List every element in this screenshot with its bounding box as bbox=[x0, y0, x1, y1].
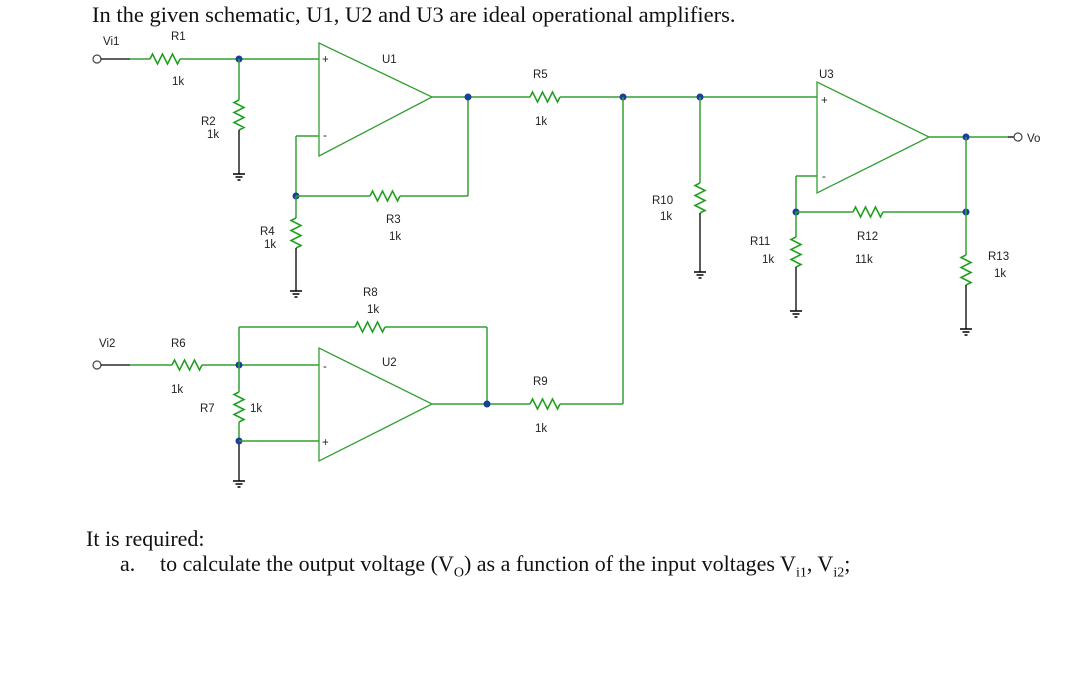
r6-resistor bbox=[130, 358, 319, 372]
item-text: ) as a function of the input voltages V bbox=[463, 551, 796, 576]
r10-name: R10 bbox=[652, 195, 673, 207]
r2-value: 1k bbox=[207, 129, 219, 141]
u1-label: U1 bbox=[382, 54, 397, 66]
r8-name: R8 bbox=[363, 287, 378, 299]
r3-name: R3 bbox=[386, 214, 401, 226]
r9-value: 1k bbox=[535, 423, 547, 435]
r5-value: 1k bbox=[535, 116, 547, 128]
subscript-o: O bbox=[453, 565, 464, 581]
r7-name: R7 bbox=[200, 403, 215, 415]
vi1-label: Vi1 bbox=[103, 36, 119, 48]
u1-minus-pin: - bbox=[323, 130, 327, 142]
u3-opamp bbox=[816, 80, 931, 195]
u3-minus-pin: - bbox=[822, 171, 826, 183]
item-text: ; bbox=[844, 551, 851, 576]
r8-resistor bbox=[239, 320, 488, 404]
requirement-intro: It is required: bbox=[86, 526, 205, 551]
u2-minus-pin: - bbox=[323, 361, 327, 373]
r13-resistor bbox=[959, 212, 973, 336]
vo-output-terminal bbox=[1008, 132, 1023, 142]
problem-statement: In the given schematic, U1, U2 and U3 ar… bbox=[92, 2, 736, 27]
r10-resistor bbox=[693, 97, 707, 279]
subscript-i2: i2 bbox=[833, 565, 845, 581]
r1-resistor bbox=[130, 52, 205, 66]
vo-label: Vo bbox=[1027, 133, 1040, 145]
u1-plus-pin: + bbox=[322, 54, 329, 66]
r8-value: 1k bbox=[367, 304, 379, 316]
r10-value: 1k bbox=[660, 211, 672, 223]
r11-value: 1k bbox=[762, 254, 774, 266]
r4-resistor bbox=[289, 196, 303, 298]
r2-resistor bbox=[232, 59, 246, 181]
junction-dot bbox=[464, 93, 472, 101]
r4-name: R4 bbox=[260, 226, 275, 238]
vi2-label: Vi2 bbox=[99, 338, 115, 350]
r11-resistor bbox=[789, 212, 803, 318]
r12-resistor bbox=[796, 205, 966, 219]
junction-dot bbox=[483, 400, 491, 408]
vi1-input-terminal bbox=[92, 54, 130, 64]
vi2-input-terminal bbox=[92, 360, 130, 370]
requirement-item-a: a. to calculate the output voltage (VO) a… bbox=[120, 551, 850, 581]
r3-resistor bbox=[296, 97, 469, 203]
u3-plus-pin: + bbox=[821, 95, 828, 107]
u2-opamp bbox=[318, 346, 434, 463]
r3-value: 1k bbox=[389, 231, 401, 243]
r9-name: R9 bbox=[533, 376, 548, 388]
item-text: , V bbox=[806, 551, 834, 576]
r6-name: R6 bbox=[171, 338, 186, 350]
item-text: to calculate the output voltage (V bbox=[160, 551, 454, 576]
r7-value: 1k bbox=[250, 403, 262, 415]
u2-label: U2 bbox=[382, 357, 397, 369]
u2-plus-pin: + bbox=[322, 437, 329, 449]
item-marker: a. bbox=[120, 551, 136, 576]
r4-value: 1k bbox=[264, 239, 276, 251]
r12-value: 11k bbox=[855, 254, 873, 266]
r1-value: 1k bbox=[172, 76, 184, 88]
r11-name: R11 bbox=[750, 236, 770, 248]
r13-name: R13 bbox=[988, 251, 1009, 263]
u1-opamp bbox=[318, 41, 434, 158]
r6-value: 1k bbox=[171, 384, 183, 396]
r1-name: R1 bbox=[171, 31, 186, 43]
circuit-schematic: Vi1 R1 1k R2 1k + - U1 R3 1k R4 1k bbox=[92, 31, 1040, 488]
r2-name: R2 bbox=[201, 116, 216, 128]
u3-label: U3 bbox=[819, 69, 834, 81]
r12-name: R12 bbox=[857, 231, 878, 243]
r5-resistor bbox=[529, 90, 817, 104]
r13-value: 1k bbox=[994, 268, 1006, 280]
r7-resistor bbox=[232, 365, 246, 488]
r9-resistor bbox=[529, 397, 623, 411]
subscript-i1: i1 bbox=[795, 565, 807, 581]
r5-name: R5 bbox=[533, 69, 548, 81]
